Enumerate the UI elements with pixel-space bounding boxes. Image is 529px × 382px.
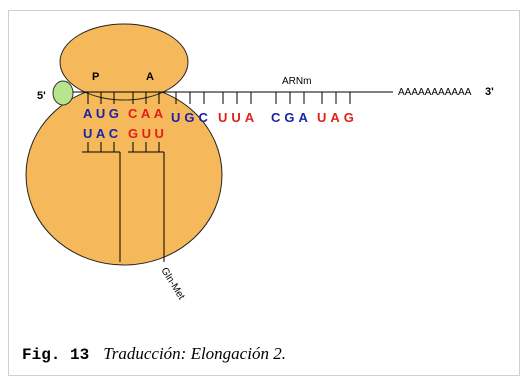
mrna-codon-1: AUG	[83, 106, 122, 121]
p-site-label: P	[92, 71, 99, 83]
mrna-codon-3: UGC	[171, 110, 212, 125]
a-site-label: A	[146, 71, 154, 83]
trna-structure	[82, 142, 165, 262]
anticodon-p-site: UAC	[83, 126, 122, 141]
mrna-codon-4: UUA	[218, 110, 258, 125]
mrna-codon-5: CGA	[271, 110, 312, 125]
peptide-label: Gln-Met	[158, 266, 186, 302]
figure-caption: Fig. 13 Traducción: Elongación 2.	[22, 344, 286, 364]
small-subunit	[59, 23, 189, 101]
caption-text: Traducción: Elongación 2.	[103, 344, 286, 363]
mrna-codon-2: CAA	[128, 106, 167, 121]
figure-number: Fig. 13	[22, 346, 90, 364]
mrna-label: ARNm	[282, 76, 311, 87]
five-prime-cap	[52, 80, 74, 106]
mrna-codon-6: UAG	[317, 110, 358, 125]
three-prime-label: 3'	[485, 86, 494, 98]
five-prime-label: 5'	[37, 90, 46, 102]
mrna-ticks	[87, 92, 351, 104]
poly-a-tail: AAAAAAAAAAA	[398, 87, 472, 98]
anticodon-a-site: GUU	[128, 126, 167, 141]
